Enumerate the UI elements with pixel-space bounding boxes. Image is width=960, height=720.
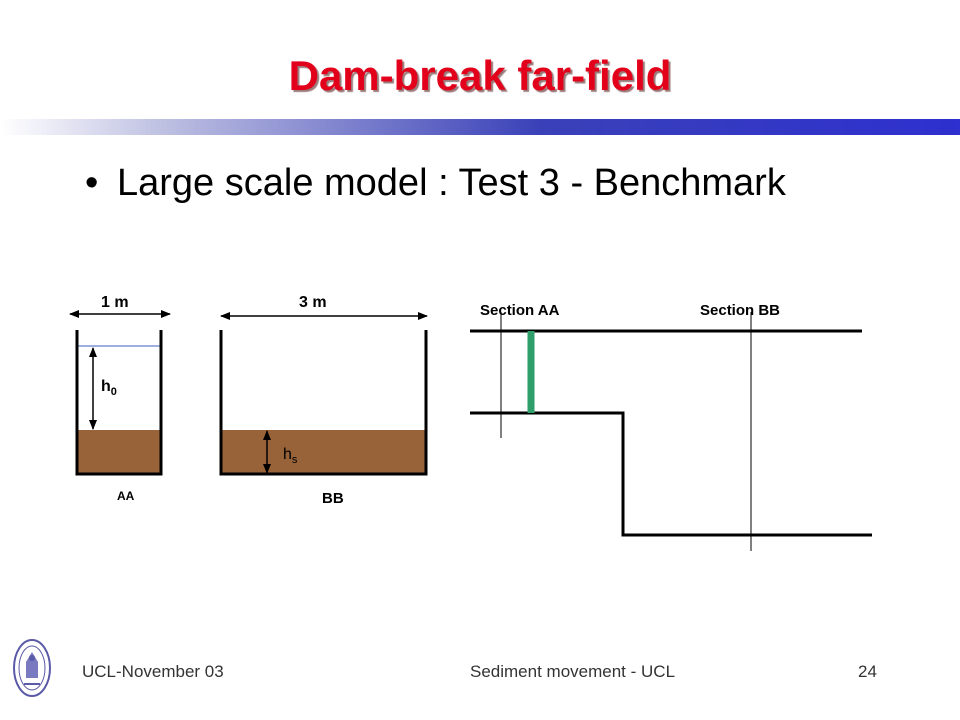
university-seal-logo xyxy=(13,639,51,697)
page-number: 24 xyxy=(858,662,877,681)
hs-symbol: h xyxy=(283,446,292,463)
h0-subscript: 0 xyxy=(110,386,117,399)
bullet-dot: • xyxy=(85,162,99,204)
section-bb-label: Section BB xyxy=(700,302,781,319)
aa-channel-walls xyxy=(75,330,163,476)
bb-width-label: 3 m xyxy=(299,294,327,311)
footer-center-text: Sediment movement - UCL xyxy=(470,662,676,681)
aa-width-label: 1 m xyxy=(101,294,129,311)
h0-label: h0 xyxy=(101,378,117,398)
bullet-item: • Large scale model : Test 3 - Benchmark xyxy=(85,162,786,205)
hs-label: hs xyxy=(283,446,297,466)
bb-caption: BB xyxy=(322,490,344,507)
bb-sediment-layer xyxy=(221,430,426,474)
bullet-text: Large scale model : Test 3 - Benchmark xyxy=(117,162,786,204)
footer-left-text: UCL-November 03 xyxy=(82,662,224,681)
aa-sediment-layer xyxy=(77,430,161,474)
hs-subscript: s xyxy=(291,454,298,467)
slide-title: Dam-break far-field xyxy=(288,52,672,99)
channel-bed-step xyxy=(470,411,872,537)
cross-section-aa xyxy=(69,310,171,476)
h0-symbol: h xyxy=(101,378,111,395)
longitudinal-profile xyxy=(470,312,872,551)
cross-section-bb xyxy=(219,312,428,476)
bb-channel-walls xyxy=(219,330,428,476)
aa-caption: AA xyxy=(117,489,135,503)
title-underline-bar xyxy=(0,119,960,135)
section-aa-label: Section AA xyxy=(480,302,560,319)
